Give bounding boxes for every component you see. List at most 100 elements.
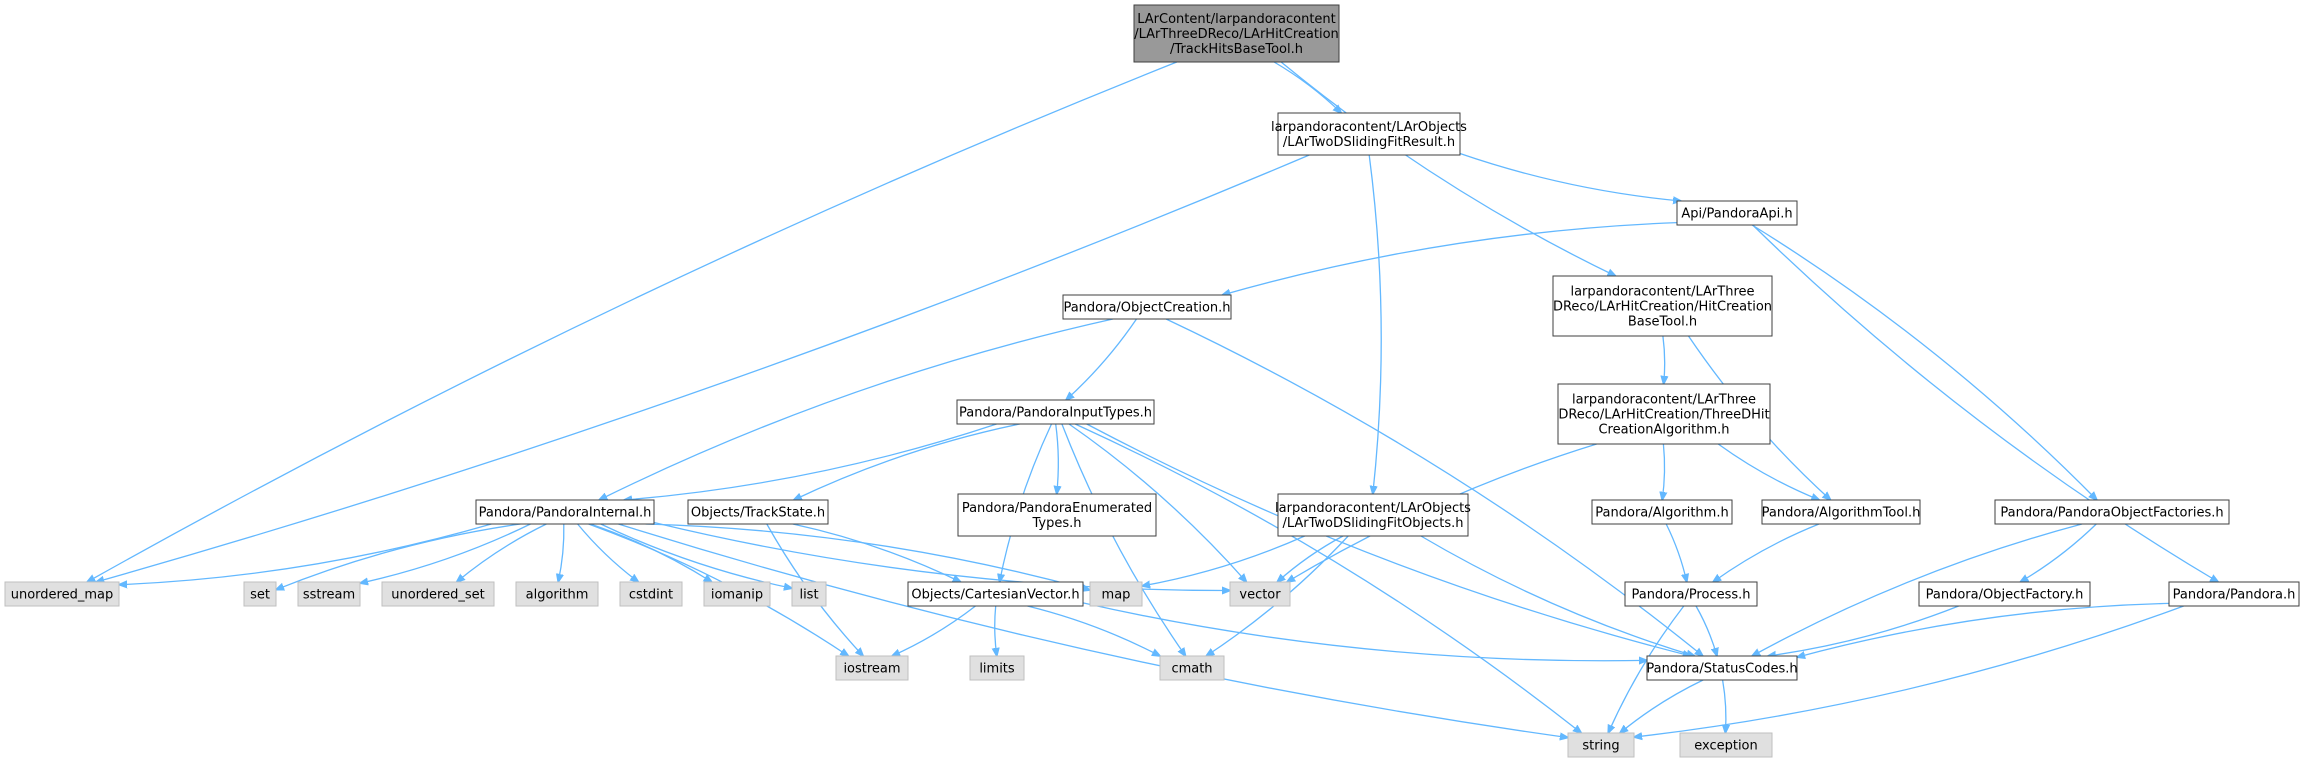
node-box-cmath: [1159, 655, 1225, 681]
node-unordered_map: unordered_map: [4, 581, 120, 607]
node-threedhitalg[interactable]: larpandoracontent/LArThreeDReco/LArHitCr…: [1557, 383, 1771, 445]
node-slidingfitobjects[interactable]: larpandoracontent/LArObjects/LArTwoDSlid…: [1275, 493, 1471, 537]
edge-pandorainternal-to-iomanip: [589, 523, 712, 582]
edge-pandorainputtypes-to-vector: [1068, 423, 1247, 582]
node-label-slidingfitresult: /LArTwoDSlidingFitResult.h: [1283, 135, 1455, 150]
node-string: string: [1567, 732, 1635, 758]
node-label-slidingfitobjects: /LArTwoDSlidingFitObjects.h: [1282, 516, 1463, 531]
edge-algorithmtool-to-process: [1713, 523, 1820, 582]
node-slidingfitresult[interactable]: larpandoracontent/LArObjects/LArTwoDSlid…: [1271, 112, 1467, 156]
node-box-string: [1567, 732, 1635, 758]
node-box-map: [1089, 581, 1143, 607]
node-label-unordered_map: unordered_map: [11, 588, 114, 603]
node-label-sstream: sstream: [303, 588, 355, 603]
edge-statuscodes-to-string: [1620, 679, 1704, 733]
node-label-algorithm: algorithm: [526, 588, 589, 603]
node-label-exception: exception: [1694, 739, 1758, 754]
node-objectcreation[interactable]: Pandora/ObjectCreation.h: [1062, 294, 1232, 320]
node-cmath: cmath: [1159, 655, 1225, 681]
edge-pandoraapi-to-pandora_h: [1752, 224, 2219, 582]
node-box-pandora_h: [2168, 581, 2300, 607]
node-label-root: LArContent/larpandoracontent: [1137, 12, 1336, 27]
node-label-trackstate: Objects/TrackState.h: [691, 506, 825, 521]
node-cstdint: cstdint: [619, 581, 683, 607]
node-set: set: [243, 581, 277, 607]
node-trackstate[interactable]: Objects/TrackState.h: [687, 499, 829, 525]
node-label-cartesianvector: Objects/CartesianVector.h: [911, 588, 1079, 603]
node-algorithm_h[interactable]: Pandora/Algorithm.h: [1591, 499, 1733, 525]
edge-pandorainternal-to-cstdint: [577, 523, 639, 582]
node-label-slidingfitobjects: larpandoracontent/LArObjects: [1275, 501, 1471, 516]
node-box-statuscodes: [1646, 655, 1798, 681]
node-box-trackstate: [687, 499, 829, 525]
node-box-cartesianvector: [907, 581, 1084, 607]
node-box-algorithm: [515, 581, 599, 607]
edge-slidingfitobjects-to-map: [1142, 535, 1305, 586]
node-box-unordered_map: [4, 581, 120, 607]
node-exception: exception: [1679, 732, 1773, 758]
edge-threedhitalg-to-algorithm_h: [1662, 443, 1664, 500]
node-objectfactories[interactable]: Pandora/PandoraObjectFactories.h: [1994, 499, 2230, 525]
edge-pandorainternal-to-list: [600, 523, 792, 588]
node-label-set: set: [250, 588, 270, 603]
node-label-algorithmtool: Pandora/AlgorithmTool.h: [1762, 506, 1921, 521]
node-pandora_h[interactable]: Pandora/Pandora.h: [2168, 581, 2300, 607]
node-label-threedhitalg: CreationAlgorithm.h: [1598, 423, 1729, 438]
edge-pandoraapi-to-objectfactories: [1751, 224, 2097, 500]
node-box-algorithm_h: [1591, 499, 1733, 525]
edge-hitcreationbasetool-to-threedhitalg: [1663, 335, 1665, 384]
edge-pandorainputtypes-to-cmath: [1061, 423, 1186, 656]
node-root[interactable]: LArContent/larpandoracontent/LArThreeDRe…: [1133, 4, 1340, 63]
node-label-iostream: iostream: [843, 662, 900, 677]
node-pandorainputtypes[interactable]: Pandora/PandoraInputTypes.h: [956, 399, 1155, 425]
edge-objectcreation-to-pandorainternal: [599, 318, 1114, 500]
edge-trackstate-to-cartesianvector: [792, 523, 961, 582]
edge-threedhitalg-to-algorithmtool: [1717, 443, 1819, 500]
node-box-slidingfitobjects: [1277, 493, 1469, 537]
node-label-cstdint: cstdint: [629, 588, 673, 603]
node-box-sstream: [297, 581, 361, 607]
node-box-objectfactories: [1994, 499, 2230, 525]
node-pandorainternal[interactable]: Pandora/PandoraInternal.h: [475, 499, 655, 525]
edge-pandorainternal-to-set: [276, 523, 521, 590]
node-box-pandoraapi: [1676, 200, 1798, 226]
node-box-algorithmtool: [1761, 499, 1921, 525]
node-box-objectfactory: [1918, 581, 2091, 607]
node-label-unordered_set: unordered_set: [391, 588, 484, 603]
edge-algorithm_h-to-process: [1665, 523, 1687, 582]
edge-objectcreation-to-pandorainputtypes: [1066, 318, 1138, 400]
node-pandoraapi[interactable]: Api/PandoraApi.h: [1676, 200, 1798, 226]
node-box-limits: [969, 655, 1025, 681]
edge-pandorainternal-to-algorithm: [558, 523, 565, 582]
node-label-root: /TrackHitsBaseTool.h: [1170, 42, 1303, 57]
node-list: list: [791, 581, 827, 607]
node-label-hitcreationbasetool: DReco/LArHitCreation/HitCreation: [1553, 300, 1772, 315]
node-label-threedhitalg: larpandoracontent/LArThree: [1572, 393, 1756, 408]
node-label-enumeratedtypes: Pandora/PandoraEnumerated: [962, 501, 1152, 516]
edge-pandorainternal-to-unordered_map: [119, 523, 492, 585]
node-label-list: list: [799, 588, 818, 603]
edge-pandorainputtypes-to-statuscodes: [1086, 423, 1691, 656]
node-label-slidingfitresult: larpandoracontent/LArObjects: [1271, 120, 1467, 135]
node-cartesianvector[interactable]: Objects/CartesianVector.h: [907, 581, 1084, 607]
node-label-threedhitalg: DReco/LArHitCreation/ThreeDHit: [1558, 408, 1769, 423]
node-label-statuscodes: Pandora/StatusCodes.h: [1646, 662, 1797, 677]
node-box-pandorainternal: [475, 499, 655, 525]
node-process[interactable]: Pandora/Process.h: [1624, 581, 1758, 607]
edge-pandorainternal-to-map: [645, 523, 1090, 590]
node-box-list: [791, 581, 827, 607]
node-box-iomanip: [703, 581, 771, 607]
node-statuscodes[interactable]: Pandora/StatusCodes.h: [1646, 655, 1798, 681]
node-hitcreationbasetool[interactable]: larpandoracontent/LArThreeDReco/LArHitCr…: [1552, 275, 1773, 337]
node-label-pandoraapi: Api/PandoraApi.h: [1681, 207, 1792, 222]
node-box-vector: [1229, 581, 1291, 607]
edge-slidingfitobjects-to-vector: [1277, 535, 1344, 582]
edge-pandorainputtypes-to-enumeratedtypes: [1056, 423, 1059, 494]
node-objectfactory[interactable]: Pandora/ObjectFactory.h: [1918, 581, 2091, 607]
node-algorithmtool[interactable]: Pandora/AlgorithmTool.h: [1761, 499, 1921, 525]
node-box-set: [243, 581, 277, 607]
node-algorithm: algorithm: [515, 581, 599, 607]
node-map: map: [1089, 581, 1143, 607]
edge-statuscodes-to-exception: [1723, 679, 1726, 733]
